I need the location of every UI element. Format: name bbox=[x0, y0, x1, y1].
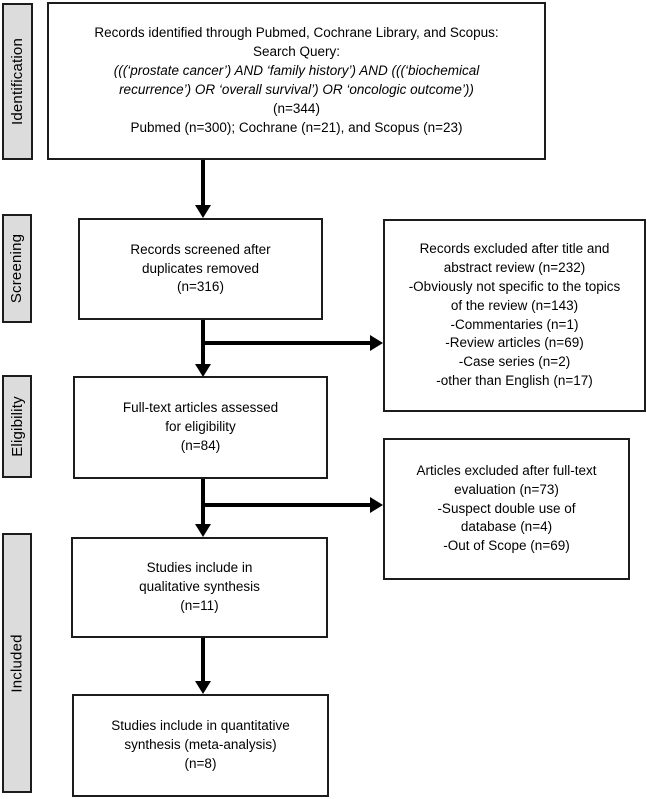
box-records-identified: Records identified through Pubmed, Cochr… bbox=[47, 2, 546, 160]
arrowhead-down-icon bbox=[195, 205, 211, 218]
identified-search-query: (((‘prostate cancer’) AND ‘family histor… bbox=[113, 63, 480, 97]
arrow-qualitative-to-quantitative bbox=[201, 638, 205, 681]
stage-label-screening: Screening bbox=[2, 214, 32, 323]
arrow-screened-to-excluded bbox=[203, 341, 373, 345]
arrowhead-down-icon bbox=[195, 524, 211, 537]
arrowhead-down-icon bbox=[195, 364, 211, 377]
stage-label-identification: Identification bbox=[2, 3, 33, 160]
arrow-fulltext-to-qualitative bbox=[201, 479, 205, 524]
arrow-fulltext-to-excluded bbox=[203, 503, 373, 507]
identified-sources: Pubmed (n=300); Cochrane (n=21), and Sco… bbox=[130, 119, 463, 135]
stage-label-text: Included bbox=[8, 633, 26, 693]
identified-count: (n=344) bbox=[273, 100, 320, 116]
arrowhead-right-icon bbox=[370, 335, 383, 351]
stage-label-eligibility: Eligibility bbox=[2, 375, 32, 478]
arrow-identified-to-screened bbox=[201, 160, 205, 206]
stage-label-text: Eligibility bbox=[8, 396, 26, 457]
identified-search-query-label: Search Query: bbox=[252, 44, 341, 60]
stage-label-text: Screening bbox=[8, 233, 26, 304]
arrowhead-right-icon bbox=[370, 497, 383, 513]
stage-label-text: Identification bbox=[9, 37, 26, 126]
stage-label-included: Included bbox=[2, 533, 32, 793]
identified-header: Records identified through Pubmed, Cochr… bbox=[94, 25, 499, 41]
arrowhead-down-icon bbox=[195, 681, 211, 694]
